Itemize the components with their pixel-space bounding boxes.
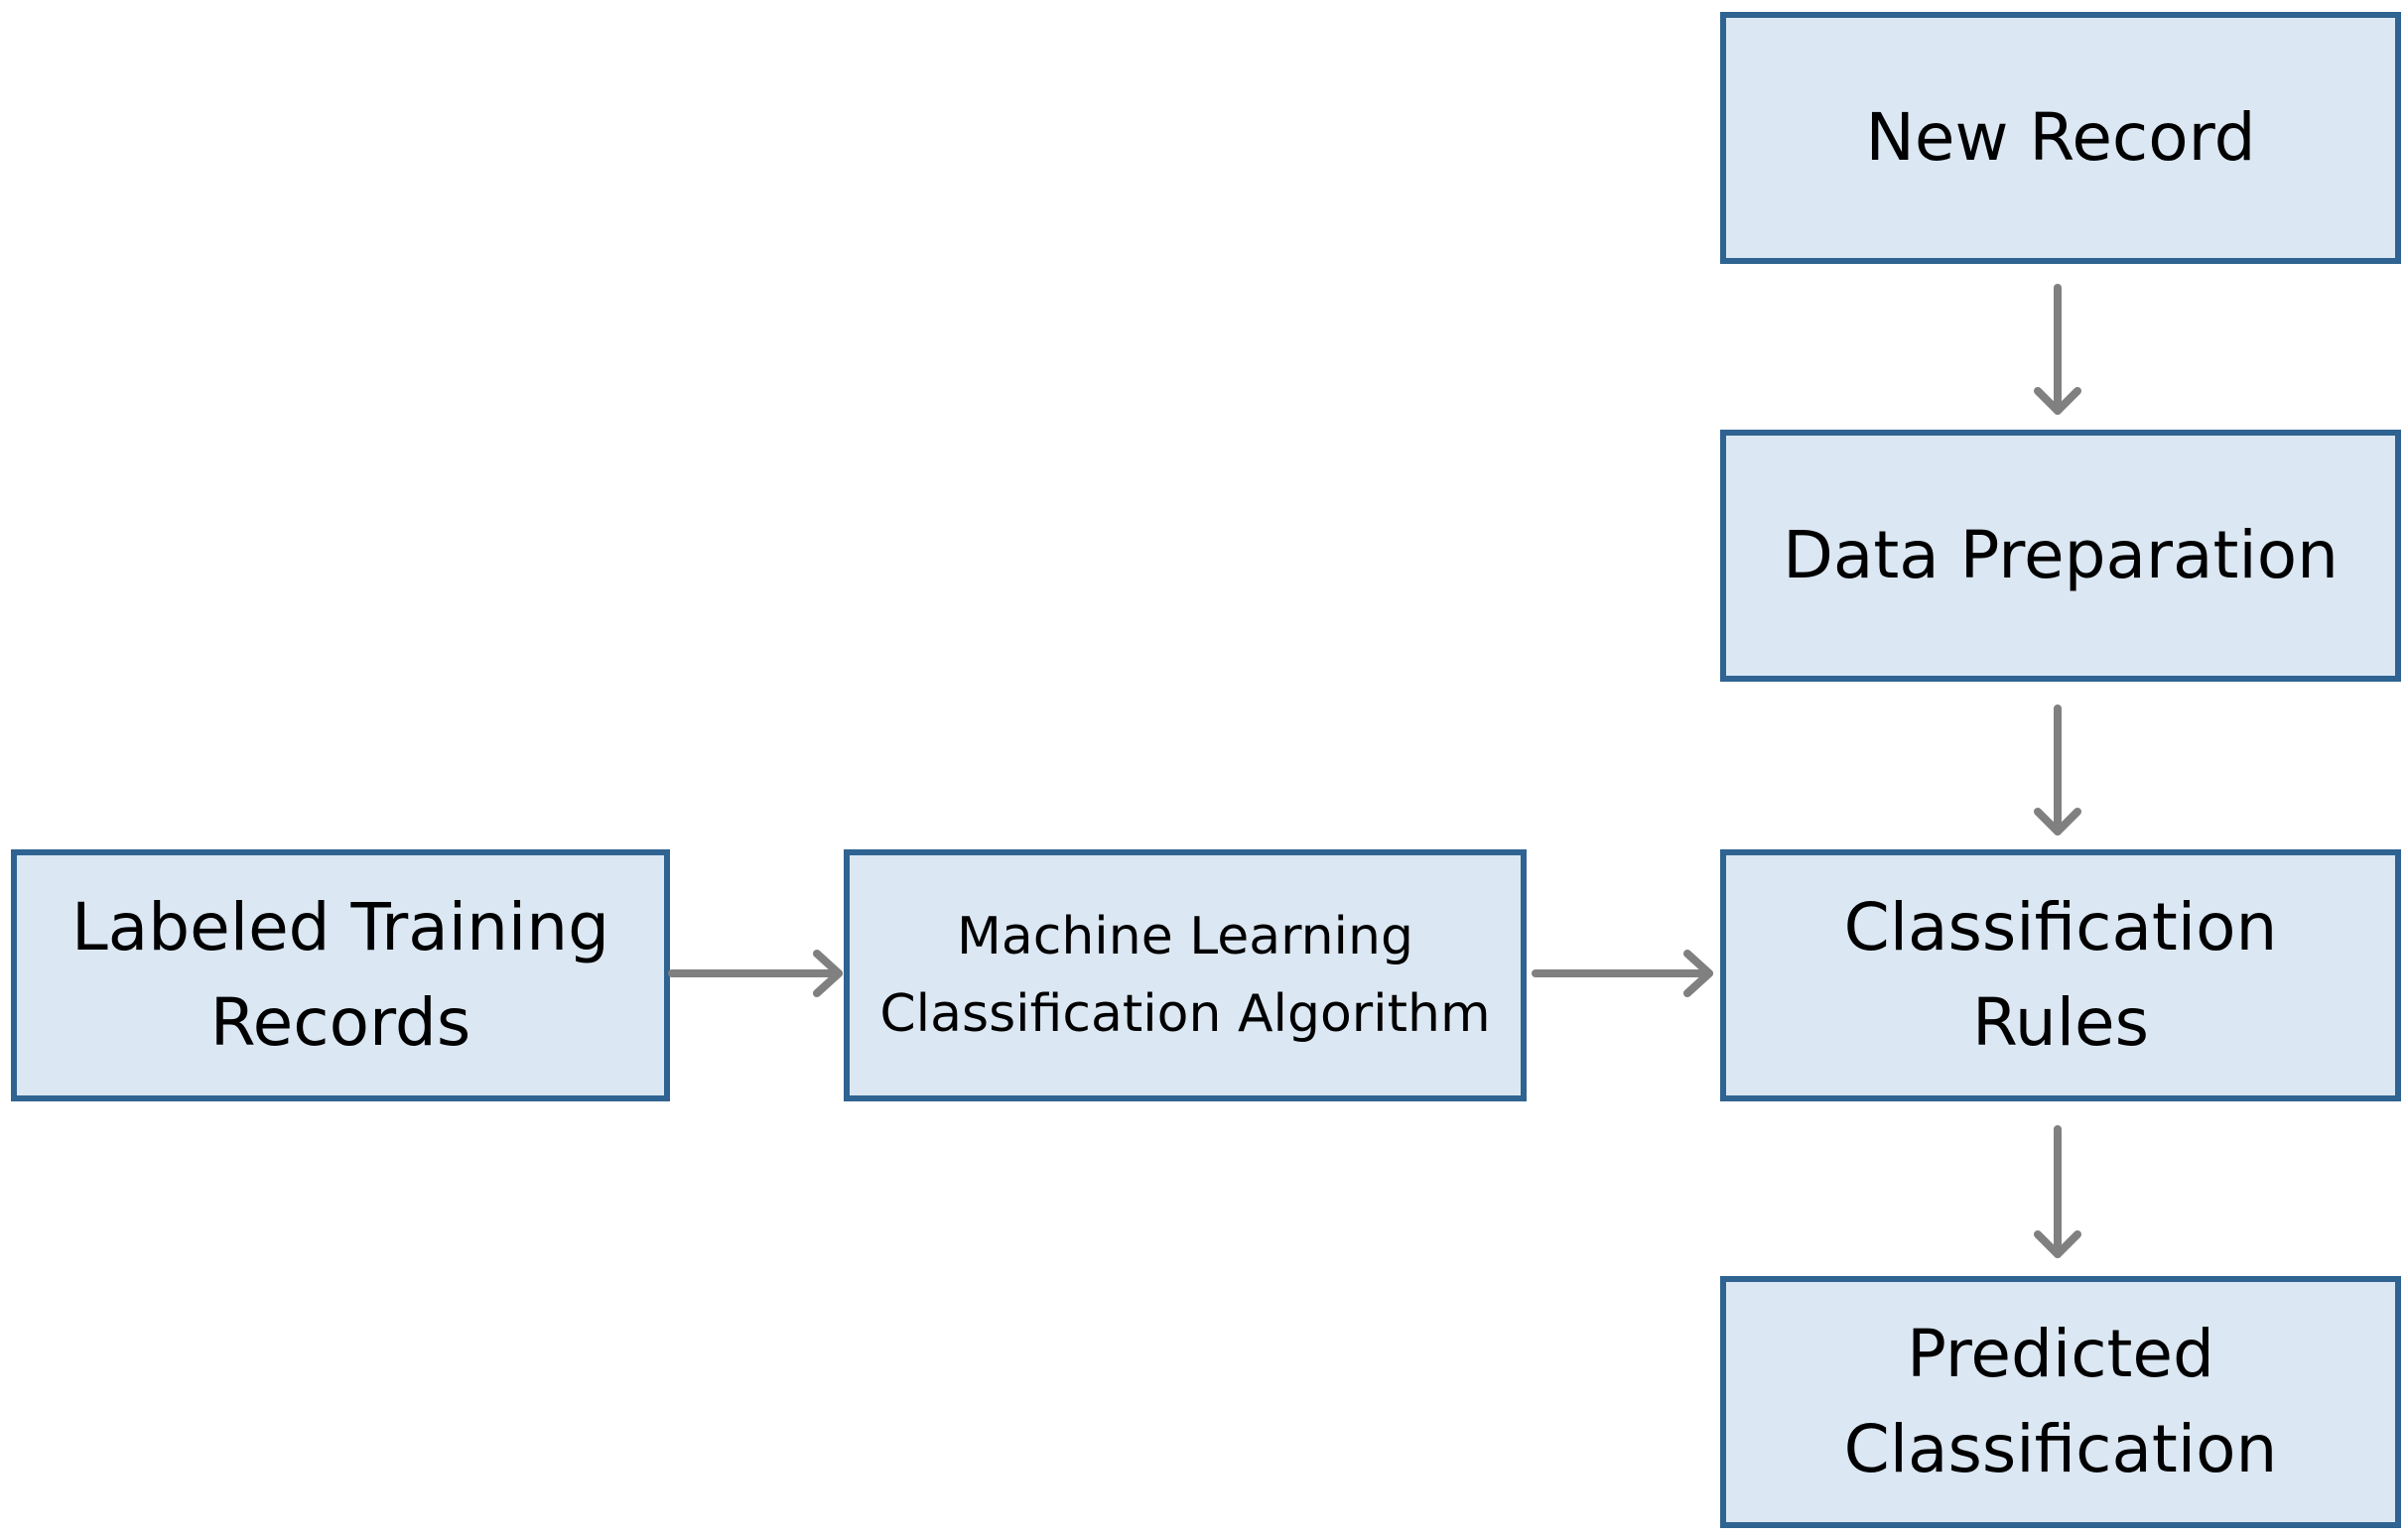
node-label-line: Data Preparation <box>1783 517 2339 593</box>
arrow-classification-rules-to-predicted <box>2034 1125 2081 1258</box>
arrow-ml-algorithm-to-classification-rules <box>1532 950 1713 997</box>
node-data-preparation: Data Preparation <box>1720 430 2401 682</box>
node-label-line: Classification <box>1843 889 2278 965</box>
node-label-line: Classification Algorithm <box>879 984 1491 1044</box>
node-label-line: Labeled Training <box>71 889 609 965</box>
arrow-new-record-to-data-preparation <box>2034 284 2081 415</box>
arrow-data-preparation-to-classification-rules <box>2034 705 2081 835</box>
node-label-line: Rules <box>1971 984 2150 1061</box>
node-labeled-training-records: Labeled Training Records <box>11 849 670 1101</box>
node-predicted-classification: Predicted Classification <box>1720 1276 2401 1528</box>
arrow-labeled-records-to-ml-algorithm <box>668 950 843 997</box>
node-label-line: Records <box>209 984 471 1061</box>
node-ml-classification-algorithm: Machine Learning Classification Algorith… <box>844 849 1527 1101</box>
node-classification-rules: Classification Rules <box>1720 849 2401 1101</box>
node-label-line: New Record <box>1865 99 2256 176</box>
node-new-record: New Record <box>1720 12 2401 264</box>
node-label-line: Predicted <box>1907 1316 2214 1392</box>
node-label-line: Machine Learning <box>957 907 1413 966</box>
node-label-line: Classification <box>1843 1411 2278 1487</box>
